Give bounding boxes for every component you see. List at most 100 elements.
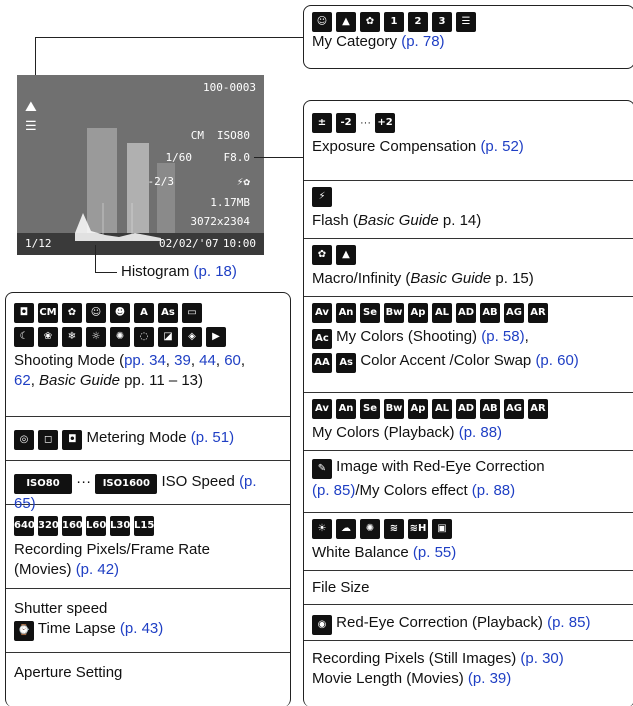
iso-value: ISO80 <box>217 129 250 142</box>
flash-cell: ⚡ Flash (Basic Guide p. 14) <box>304 181 633 239</box>
infinity-icon: ▲ <box>336 245 356 265</box>
spot-icon: ◘ <box>62 430 82 450</box>
160-icon: 160 <box>62 516 82 536</box>
people-icon: ☺ <box>312 12 332 32</box>
right-info-box: ±-2···+2 Exposure Compensation (p. 52) ⚡… <box>303 100 633 706</box>
resolution: 3072x2304 <box>190 215 250 228</box>
todo-icon: ☰ <box>456 12 476 32</box>
landscape-icon: ⛰ <box>25 99 37 115</box>
time-lapse-icon: ⌚ <box>14 621 34 641</box>
flash-icon: ⚡ <box>312 187 332 207</box>
beach-icon: ☼ <box>86 327 106 347</box>
neutral-icon: An <box>336 303 356 323</box>
iso80-icon: ISO80 <box>14 474 72 494</box>
digital-macro-icon: ✿ <box>62 303 82 323</box>
neutral-icon: An <box>336 399 356 419</box>
evaluative-icon: ◎ <box>14 430 34 450</box>
todo-icon: ☰ <box>25 119 37 134</box>
blue-icon: AB <box>480 399 500 419</box>
museum-icon: ◈ <box>182 327 202 347</box>
custom-wb-icon: ▣ <box>432 519 452 539</box>
category2-icon: 2 <box>408 12 428 32</box>
my-category-label: My Category <box>312 33 397 50</box>
histogram-graph <box>75 203 161 241</box>
640-icon: 640 <box>14 516 34 536</box>
night-icon: ☾ <box>14 327 34 347</box>
file-number: 100-0003 <box>203 81 256 94</box>
tungsten-icon: ✺ <box>360 519 380 539</box>
fluorescent-icon: ≋ <box>384 519 404 539</box>
callout-line <box>35 37 303 38</box>
date: 02/02/'07 <box>159 237 219 250</box>
positive-icon: Ap <box>408 303 428 323</box>
red-eye-playback-cell: ◉ Red-Eye Correction (Playback) (p. 85) <box>304 605 633 641</box>
green-icon: AG <box>504 303 524 323</box>
darker-icon: AD <box>456 399 476 419</box>
color-swap-icon: As <box>336 353 356 373</box>
white-balance-cell: ☀☁✺≋≋H▣ White Balance (p. 55) <box>304 513 633 571</box>
landscape-icon: ▲ <box>336 12 356 32</box>
exposure-label: Exposure Compensation <box>312 138 476 155</box>
category1-icon: 1 <box>384 12 404 32</box>
lighter-icon: AL <box>432 303 452 323</box>
exposure-cell: ±-2···+2 Exposure Compensation (p. 52) <box>304 101 633 181</box>
daylight-icon: ☀ <box>312 519 332 539</box>
aperture-value: F8.0 <box>224 151 251 164</box>
l15-icon: L15 <box>134 516 154 536</box>
edited-image-icon: ✎ <box>312 459 332 479</box>
file-size-cell: File Size <box>304 571 633 605</box>
fireworks-icon: ✺ <box>110 327 130 347</box>
custom-color-icon: Ac <box>312 329 332 349</box>
exposure-icon: ± <box>312 113 332 133</box>
flash-icon: ⚡✿ <box>237 175 250 188</box>
foliage-icon: ❀ <box>38 327 58 347</box>
shutter-value: 1/60 <box>166 151 193 164</box>
macro-icon: ✿ <box>312 245 332 265</box>
color-swap-icon: As <box>158 303 178 323</box>
l60-icon: L60 <box>86 516 106 536</box>
portrait-icon: ☺ <box>86 303 106 323</box>
fluorescent-h-icon: ≋H <box>408 519 428 539</box>
histogram-link[interactable]: (p. 18) <box>194 263 237 280</box>
manual-icon: CM <box>38 303 58 323</box>
metering-cell: ◎ ◻ ◘ Metering Mode (p. 51) <box>6 417 290 461</box>
blue-icon: AB <box>480 303 500 323</box>
auto-icon: ◘ <box>14 303 34 323</box>
callout-line <box>95 272 117 273</box>
frame-counter: 1/12 <box>25 237 52 250</box>
recording-pixels-cell: Recording Pixels (Still Images) (p. 30) … <box>304 641 633 706</box>
center-weighted-icon: ◻ <box>38 430 58 450</box>
my-colors-shooting-cell: AvAnSeBwApALADABAGAR Ac My Colors (Shoot… <box>304 297 633 393</box>
darker-icon: AD <box>456 303 476 323</box>
my-category-text: My Category (p. 78) <box>312 32 633 52</box>
exposure-link[interactable]: (p. 52) <box>480 138 523 155</box>
red-eye-image-cell: ✎ Image with Red-Eye Correction (p. 85)/… <box>304 451 633 513</box>
aperture-cell: Aperture Setting <box>6 653 290 706</box>
red-icon: AR <box>528 303 548 323</box>
kids-icon: ☻ <box>110 303 130 323</box>
bw-icon: Bw <box>384 399 404 419</box>
shooting-mode: CM <box>191 129 204 142</box>
iso1600-icon: ISO1600 <box>95 474 157 494</box>
indoor-icon: ◪ <box>158 327 178 347</box>
my-category-link[interactable]: (p. 78) <box>401 33 444 50</box>
red-eye-icon: ◉ <box>312 615 332 635</box>
green-icon: AG <box>504 399 524 419</box>
time: 10:00 <box>223 237 256 250</box>
vivid-icon: Av <box>312 399 332 419</box>
color-accent-icon: A <box>134 303 154 323</box>
cloudy-icon: ☁ <box>336 519 356 539</box>
color-accent-icon: AA <box>312 353 332 373</box>
category3-icon: 3 <box>432 12 452 32</box>
histogram-label: Histogram <box>121 263 189 280</box>
minus2-icon: -2 <box>336 113 356 133</box>
iso-cell: ISO80 ··· ISO1600 ISO Speed (p. 65) <box>6 461 290 505</box>
plus2-icon: +2 <box>375 113 395 133</box>
callout-line <box>95 245 96 272</box>
macro-cell: ✿▲ Macro/Infinity (Basic Guide p. 15) <box>304 239 633 297</box>
